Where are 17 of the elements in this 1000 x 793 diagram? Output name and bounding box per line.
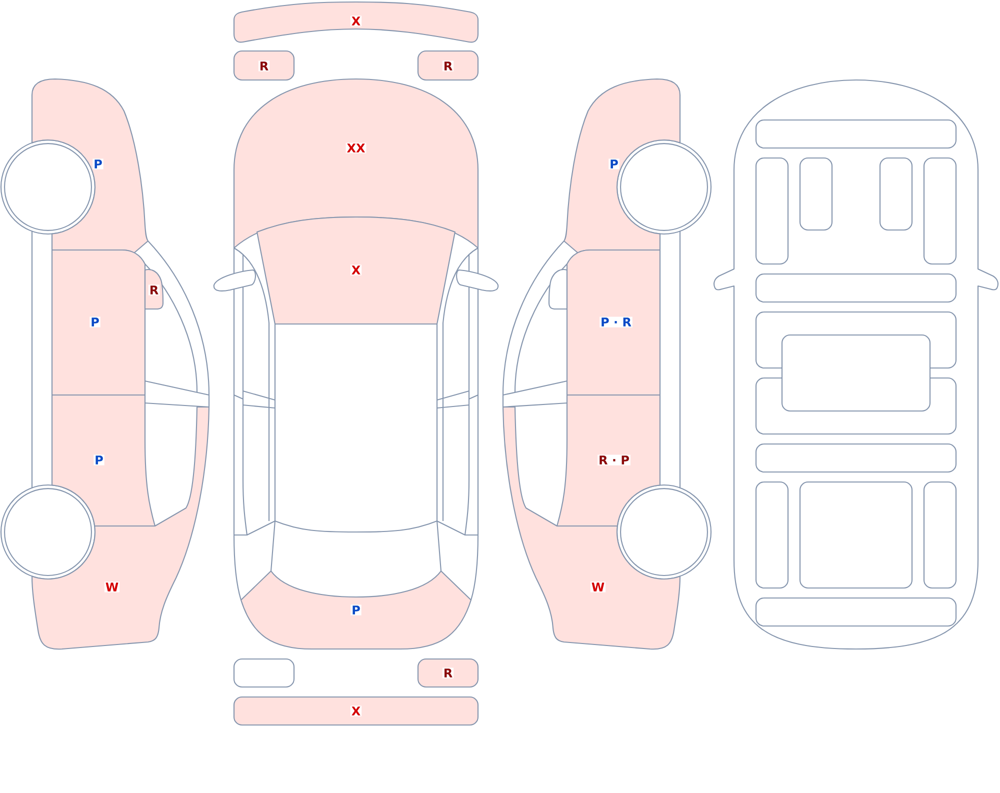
bumper-panel: X: [233, 1, 479, 43]
part-box: R: [417, 50, 479, 81]
door-panel: P: [51, 249, 146, 396]
part-box: R: [417, 658, 479, 688]
door-panel: P · R: [566, 249, 661, 396]
door-panel: P: [51, 394, 156, 527]
bumper-panel: P: [240, 570, 472, 650]
door-panel: R · P: [556, 394, 661, 527]
hood-panel: XX: [233, 78, 479, 249]
bumper-panel: X: [233, 696, 479, 726]
fender-panel: P: [563, 78, 681, 254]
mirror-panel: [548, 268, 568, 310]
fender-panel: P: [31, 78, 149, 254]
mirror-panel: R: [144, 268, 164, 310]
part-box: R: [233, 50, 295, 81]
windshield-panel: X: [256, 216, 456, 325]
part-box: [233, 658, 295, 688]
